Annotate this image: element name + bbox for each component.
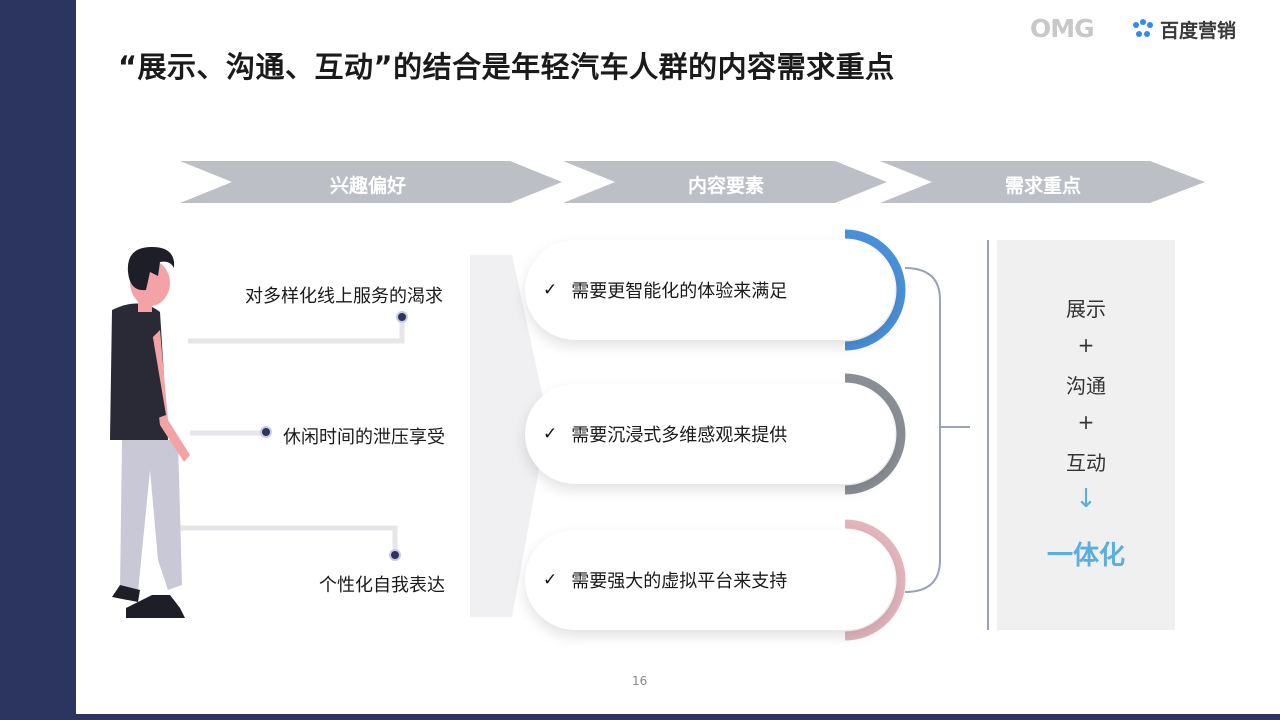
pill-accent-1 [844, 229, 906, 351]
content-pill-text: 需要强大的虚拟平台来支持 [571, 571, 788, 592]
pill-accent-2 [844, 373, 906, 495]
check-icon: ✓ [543, 424, 558, 444]
connector-dot-3 [389, 549, 401, 561]
result-line-communicate: 沟通 [1066, 374, 1106, 398]
interest-label-3: 个性化自我表达 [319, 575, 445, 596]
baidu-paw-icon [1133, 18, 1153, 37]
result-plus-1: + [1077, 333, 1095, 357]
funnel-shape [470, 255, 548, 617]
interest-label-2: 休闲时间的泄压享受 [283, 427, 445, 448]
baidu-logo-text: 百度营销 [1160, 20, 1237, 42]
result-final: 一体化 [1046, 541, 1125, 571]
header-arrow-label-demand: 需求重点 [1005, 175, 1082, 197]
header-arrow-label-content: 内容要素 [688, 175, 765, 197]
bottom-band [76, 714, 1280, 720]
connector-line-3 [178, 525, 398, 554]
result-line-interact: 互动 [1066, 451, 1106, 475]
header-arrow-demand [880, 161, 1205, 203]
left-sidebar-band [0, 0, 76, 720]
result-box: 展示 + 沟通 + 互动 ↓ 一体化 [997, 240, 1175, 630]
content-pill-3: ✓ 需要强大的虚拟平台来支持 [525, 530, 895, 630]
connector-dot-1 [396, 311, 408, 323]
connector-line-1 [188, 317, 405, 344]
check-icon: ✓ [543, 280, 558, 300]
interest-label-1: 对多样化线上服务的渴求 [245, 286, 443, 307]
header-arrow-label-interest: 兴趣偏好 [330, 175, 407, 197]
down-arrow-icon: ↓ [1075, 484, 1097, 514]
content-pill-text: 需要更智能化的体验来满足 [571, 281, 788, 302]
result-line-display: 展示 [1066, 297, 1106, 321]
content-pill-1: ✓ 需要更智能化的体验来满足 [525, 240, 895, 340]
connector-dot-2 [260, 426, 272, 438]
check-icon: ✓ [543, 570, 558, 590]
person-illustration [110, 246, 190, 618]
result-plus-2: + [1077, 410, 1095, 434]
slide-title: “展示、沟通、互动”的结合是年轻汽车人群的内容需求重点 [118, 50, 895, 84]
page-number: 16 [632, 674, 648, 688]
pill-accent-3 [844, 519, 906, 641]
content-pill-text: 需要沉浸式多维感观来提供 [571, 425, 788, 446]
bracket [904, 267, 941, 593]
omg-logo: OMG [1030, 14, 1095, 43]
baidu-marketing-logo: 百度营销 [1130, 16, 1236, 43]
header-arrow-content [563, 161, 887, 203]
header-arrow-interest [180, 161, 562, 203]
content-pill-2: ✓ 需要沉浸式多维感观来提供 [525, 384, 895, 484]
